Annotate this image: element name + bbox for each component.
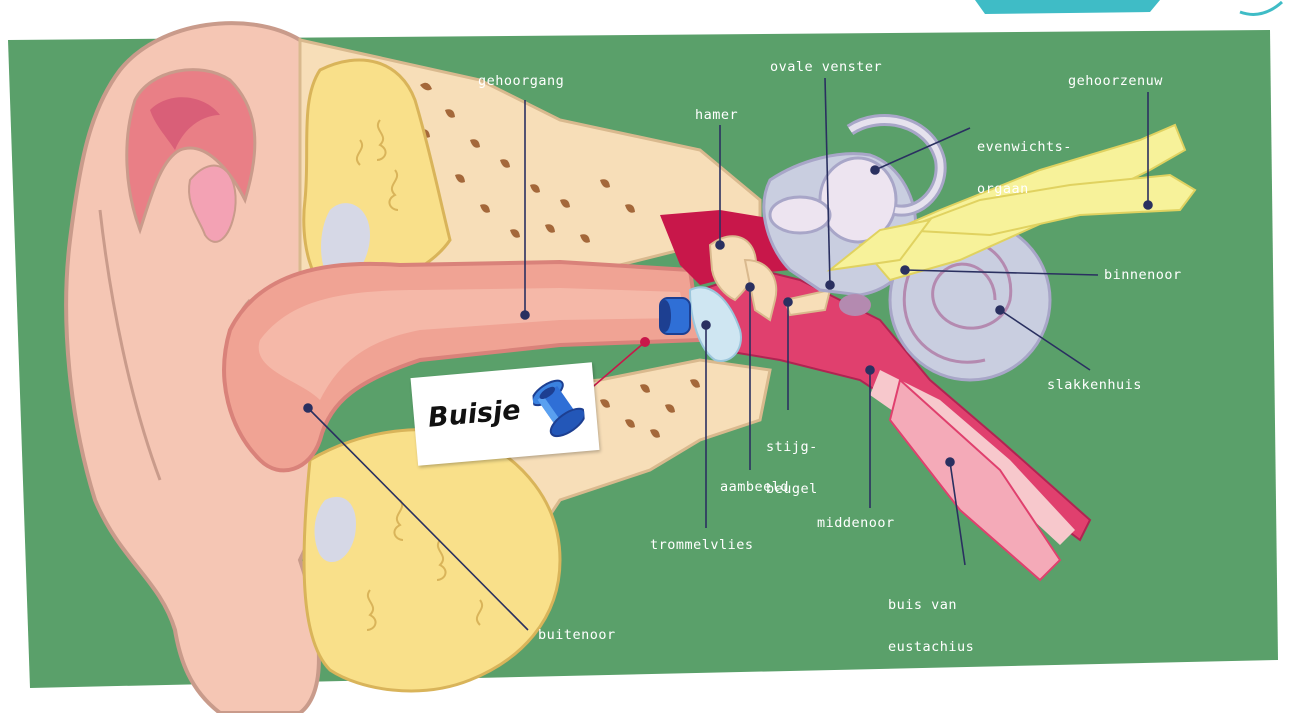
corner-circle xyxy=(1240,2,1282,14)
ear-tube-in-canal xyxy=(659,298,690,334)
buisje-label: Buisje xyxy=(427,395,522,434)
buisje-card: Buisje xyxy=(411,362,600,466)
ear-tube-icon xyxy=(531,377,586,441)
top-banner xyxy=(975,0,1160,14)
